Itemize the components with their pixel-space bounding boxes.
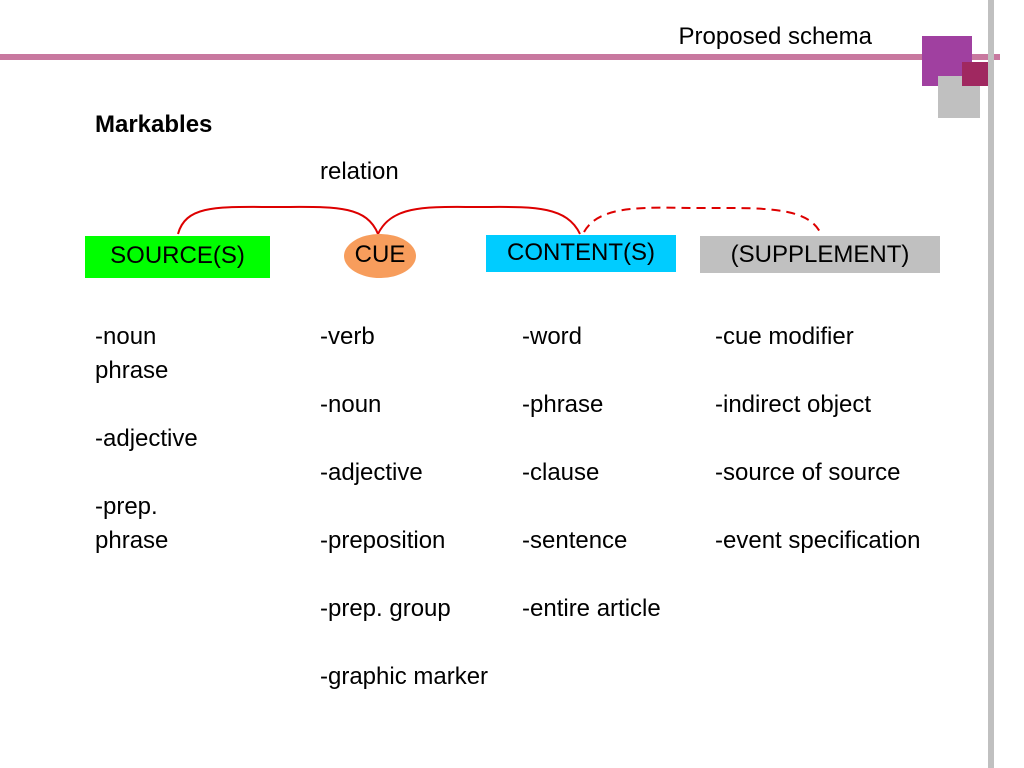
markables-heading: Markables (95, 111, 213, 138)
content-list: -word -phrase -clause -sentence -entire … (522, 320, 672, 660)
list-item: -event specification (715, 527, 921, 554)
list-item: -word (522, 323, 583, 350)
list-item: -noun phrase (95, 323, 169, 384)
list-item: -entire article (522, 595, 661, 622)
relation-label: relation (320, 158, 399, 185)
list-item: -clause (522, 459, 600, 486)
list-item: -noun (320, 391, 382, 418)
list-item: -adjective (95, 425, 198, 452)
list-item: -graphic marker (320, 663, 489, 690)
list-item: -indirect object (715, 391, 872, 418)
supplement-list: -cue modifier -indirect object -source o… (715, 320, 955, 592)
list-item: -cue modifier (715, 323, 854, 350)
list-item: -phrase (522, 391, 604, 418)
slide-title: Proposed schema (678, 23, 872, 50)
supplement-box: (SUPPLEMENT) (700, 236, 940, 273)
list-item: -prep. phrase (95, 493, 169, 554)
list-item: -adjective (320, 459, 423, 486)
list-item: -verb (320, 323, 375, 350)
list-item: -sentence (522, 527, 628, 554)
right-rule (988, 0, 994, 768)
decorative-square-dark (962, 62, 988, 86)
source-list: -noun phrase -adjective -prep. phrase (95, 320, 235, 592)
content-box: CONTENT(S) (486, 235, 676, 272)
list-item: -prep. group (320, 595, 451, 622)
cue-oval: CUE (344, 234, 416, 278)
source-box: SOURCE(S) (85, 236, 270, 278)
list-item: -preposition (320, 527, 446, 554)
list-item: -source of source (715, 459, 901, 486)
arc-source-cue (177, 205, 379, 235)
arc-content-supplement-dashed (583, 206, 821, 233)
cue-list: -verb -noun -adjective -preposition -pre… (320, 320, 500, 728)
top-rule (0, 54, 1000, 60)
arc-cue-content (377, 205, 581, 235)
